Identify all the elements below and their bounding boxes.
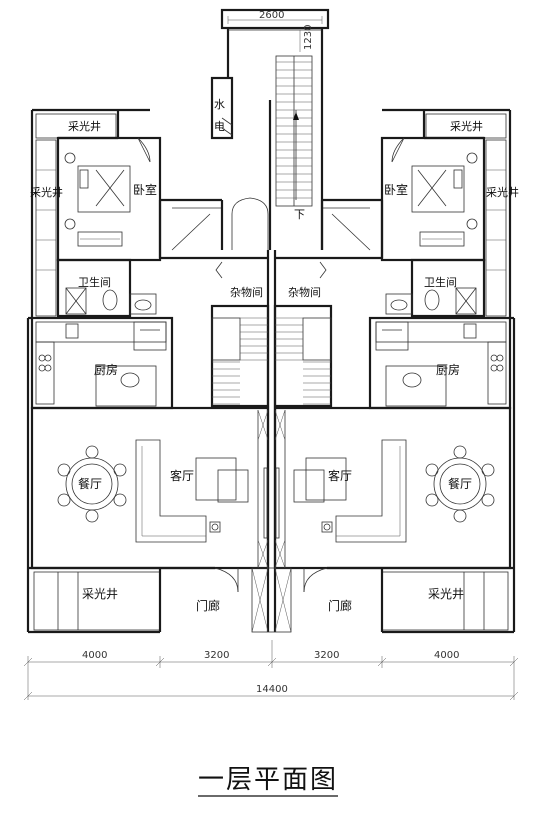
dim-seg-4: 4000 [434,650,459,661]
label-light-well-left-bottom: 采光井 [82,587,118,601]
label-living-right: 客厅 [328,468,352,483]
left-dining-table [57,445,127,523]
dim-top-small: 1230 [303,25,314,50]
top-dimension: 2600 1230 [227,10,323,52]
label-light-well-right-side: 采光井 [486,185,519,199]
label-light-well-right-bottom: 采光井 [428,587,464,601]
upper-stair-flight [275,55,313,207]
label-light-well-left-side: 采光井 [30,185,63,199]
label-dining-left: 餐厅 [78,476,102,491]
right-sofa [293,439,407,543]
label-porch-left: 门廊 [196,598,220,613]
left-bed [64,152,131,247]
dim-seg-2: 3200 [204,650,229,661]
label-storage-right: 杂物间 [288,285,321,299]
label-dining-right: 餐厅 [448,476,472,491]
right-unit [273,110,516,634]
label-living-left: 客厅 [170,468,194,483]
room-labels: 采光井 采光井 采光井 采光井 卧室 卧室 卫生间 卫生间 杂物间 杂物间 厨房… [30,98,519,613]
bottom-dimensions: 4000 3200 3200 4000 14400 [23,640,519,701]
dim-seg-1: 4000 [82,650,107,661]
left-sofa [135,439,249,543]
label-kitchen-right: 厨房 [436,362,460,377]
dim-seg-3: 3200 [314,650,339,661]
label-porch-right: 门廊 [328,598,352,613]
page-title: 一层平面图 [198,765,338,795]
label-bedroom-left: 卧室 [133,182,157,197]
drawing-title: 一层平面图 [198,765,338,797]
label-stair-down: 下 [294,208,305,221]
right-bed [411,152,478,247]
label-bathroom-right: 卫生间 [424,275,457,289]
dim-top-width: 2600 [259,10,284,21]
dim-total: 14400 [256,684,288,695]
label-light-well-left-top: 采光井 [68,119,101,133]
right-dining-table [425,445,495,523]
label-electric: 电 [214,120,225,133]
stair-tower [210,8,330,250]
label-storage-left: 杂物间 [230,285,263,299]
label-light-well-right-top: 采光井 [450,119,483,133]
label-kitchen-left: 厨房 [94,362,118,377]
left-unit [26,110,270,634]
label-bathroom-left: 卫生间 [78,275,111,289]
label-water: 水 [214,98,225,111]
label-bedroom-right: 卧室 [384,182,408,197]
center-core [210,261,333,633]
